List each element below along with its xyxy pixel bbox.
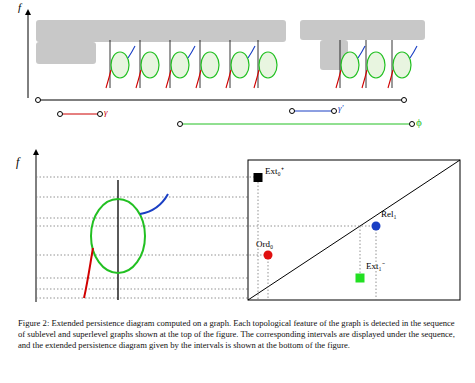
graph: [84, 180, 168, 300]
graph-sequence: [106, 40, 417, 88]
point-label: Ext₀⁺: [265, 167, 284, 176]
axis: [28, 12, 29, 98]
interval-label: γ': [338, 104, 343, 113]
point-label: Rel₁: [381, 210, 397, 219]
point-label: Ord₀: [256, 240, 273, 249]
axis: [36, 152, 37, 302]
axis-label: f: [18, 2, 21, 13]
interval-label: ϕ: [416, 117, 422, 128]
point-label: Ext₁⁻: [366, 262, 385, 271]
axis-label: f: [16, 156, 19, 168]
figure-caption: Figure 2: Extended persistence diagram c…: [18, 318, 460, 352]
interval-label: γ: [104, 108, 108, 117]
level-lines: [36, 177, 376, 298]
intervals: [36, 98, 415, 127]
persistence-diagram: [248, 160, 460, 300]
